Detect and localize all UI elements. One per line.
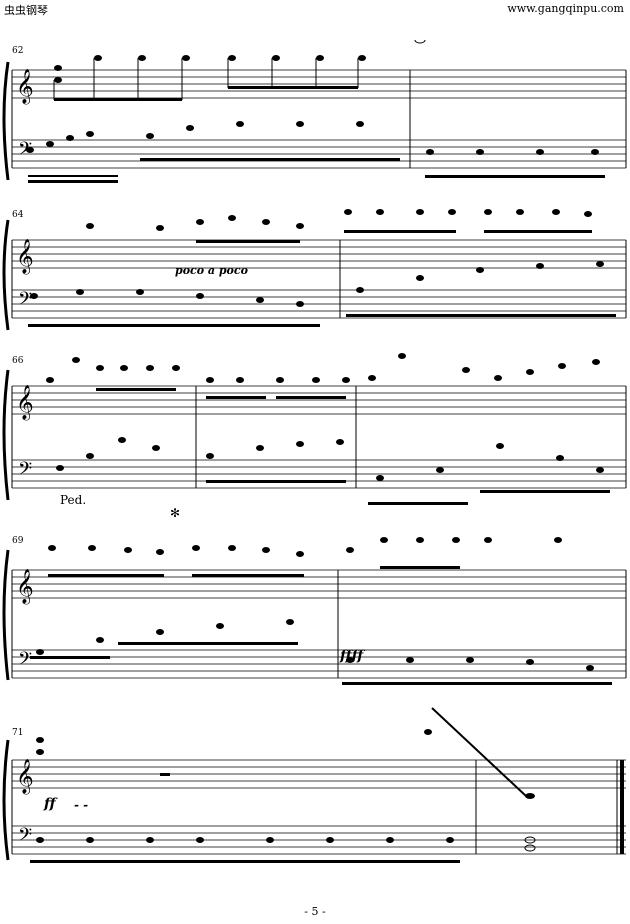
svg-text:𝄢: 𝄢 (18, 825, 32, 850)
measure-number: 66 (12, 356, 24, 366)
site-url: www.gangqinpu.com (507, 2, 624, 15)
expression-mark: poco a poco (175, 264, 248, 277)
pedal-marking: Ped. (60, 493, 87, 507)
measure-number: 71 (12, 728, 24, 738)
bass-staff (12, 139, 626, 169)
notes-treble (53, 40, 426, 101)
svg-text:𝄞: 𝄞 (16, 239, 34, 275)
music-system-3: 𝄞 𝄢 (2, 353, 627, 505)
measure-number: 69 (12, 536, 24, 546)
page-number: - 5 - (304, 905, 326, 918)
svg-text:𝄞: 𝄞 (16, 759, 34, 795)
notes-bass (26, 121, 605, 183)
measure-number: 64 (12, 210, 24, 220)
music-system-5: 𝄞 𝄢 (2, 707, 626, 863)
site-title: 虫虫钢琴 (4, 4, 48, 17)
music-system-2: 𝄞 𝄢 (2, 209, 627, 331)
dynamic-marking: ff (44, 796, 56, 812)
music-system-1: 𝄞 𝄢 (2, 40, 627, 183)
treble-staff (12, 69, 626, 99)
music-system-4: 𝄞 𝄢 (2, 537, 627, 685)
treble-clef: 𝄞 (16, 69, 34, 105)
crescendo-dashes: - - (74, 798, 89, 812)
svg-text:𝄢: 𝄢 (18, 649, 32, 674)
pedal-release: ✻ (170, 506, 181, 520)
measure-number: 62 (12, 46, 24, 56)
svg-text:𝄢: 𝄢 (18, 289, 32, 314)
barlines (11, 70, 627, 168)
dynamic-marking: ffff (340, 648, 364, 664)
bass-clef: 𝄢 (18, 139, 32, 164)
brace (2, 61, 10, 181)
svg-text:𝄢: 𝄢 (18, 459, 32, 484)
svg-text:𝄞: 𝄞 (16, 385, 34, 421)
svg-text:𝄞: 𝄞 (16, 569, 34, 605)
